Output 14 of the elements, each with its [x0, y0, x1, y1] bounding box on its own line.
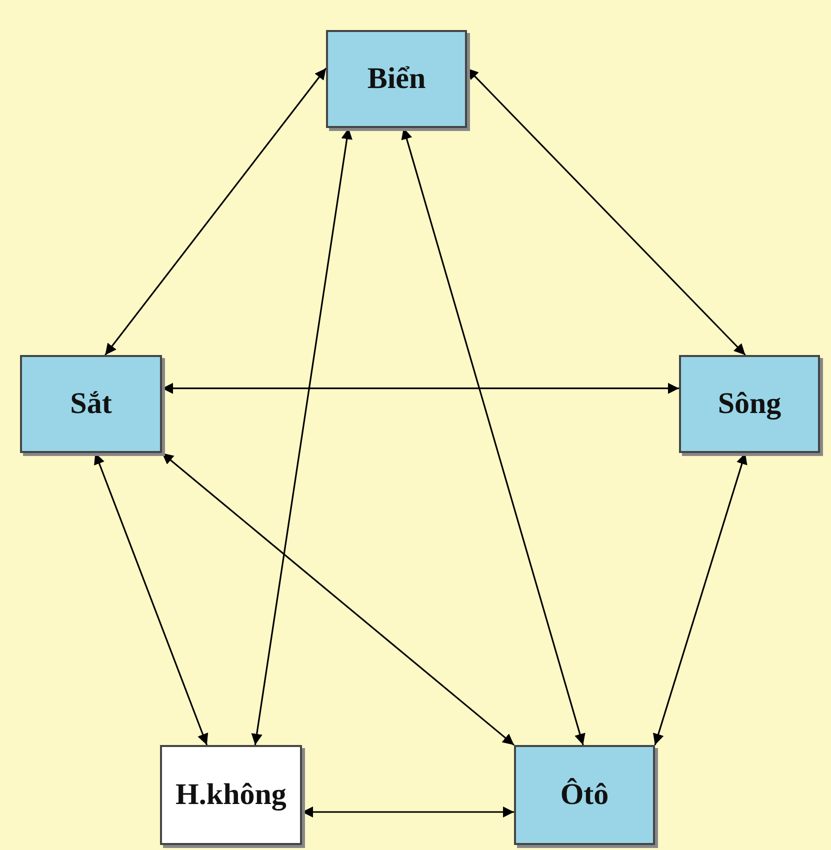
mode-box: [326, 30, 467, 128]
double-arrow: [104, 68, 327, 356]
mode-box: [160, 745, 302, 845]
double-arrow: [302, 806, 514, 818]
mode-box: [514, 745, 655, 845]
double-arrow: [162, 382, 679, 394]
mode-box: [20, 355, 162, 453]
mode-box: [679, 355, 820, 453]
box-label: Sông: [718, 386, 782, 422]
box-label: Biển: [367, 61, 426, 98]
box-label: Ôtô: [560, 777, 609, 814]
double-arrow: [161, 452, 515, 746]
box-label: Sắt: [70, 386, 112, 422]
box-label: H.không: [176, 777, 286, 814]
